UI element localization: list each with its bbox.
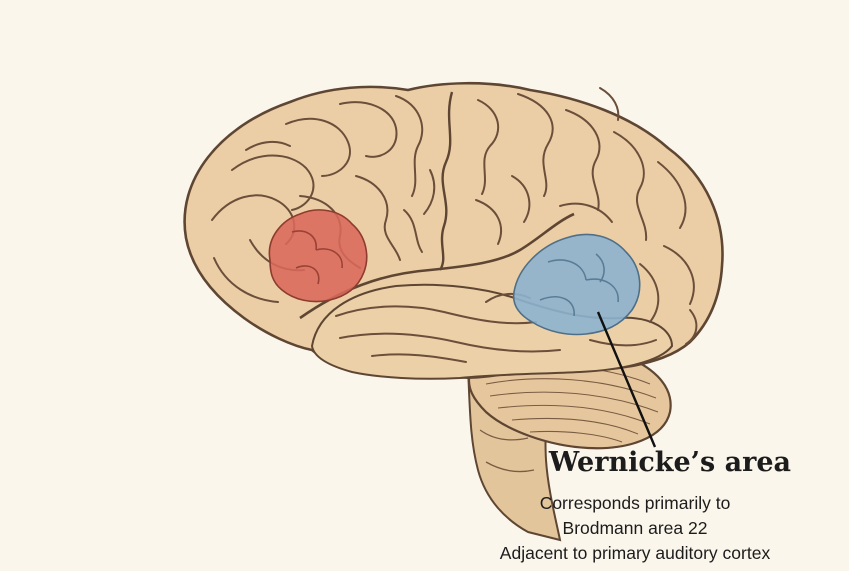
description-line: Corresponds primarily to [430,491,840,516]
description-line: Brodmann area 22 [430,516,840,541]
wernicke-area-description: Corresponds primarily to Brodmann area 2… [430,491,840,566]
frontal-speech-region [269,210,366,302]
description-line: Adjacent to primary auditory cortex [430,541,840,566]
wernicke-area-title: Wernicke’s area [520,447,820,478]
